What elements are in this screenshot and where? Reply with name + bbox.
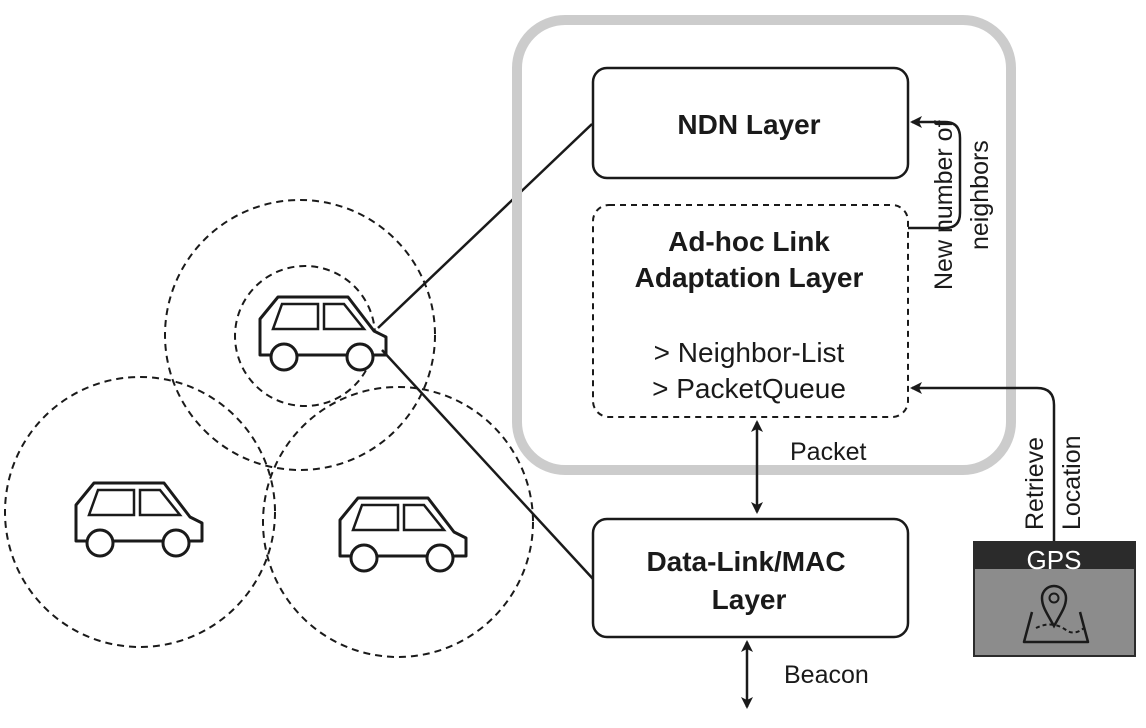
packet-queue-item: > PacketQueue bbox=[652, 373, 846, 404]
location-arrow bbox=[910, 382, 1056, 542]
neighbors-label-line2: neighbors bbox=[966, 140, 994, 250]
gps-header bbox=[974, 542, 1135, 569]
adhoc-layer-title-line1: Ad-hoc Link bbox=[668, 226, 830, 257]
neighbor-list-item: > Neighbor-List bbox=[654, 337, 845, 368]
zoom-line-bottom bbox=[381, 349, 595, 581]
car-icon-top bbox=[258, 295, 388, 372]
zoom-line-top bbox=[377, 123, 593, 329]
ndn-layer-box bbox=[591, 66, 910, 180]
mac-layer-box bbox=[591, 517, 910, 639]
range-circle-left bbox=[4, 376, 276, 648]
packet-label: Packet bbox=[790, 438, 866, 466]
location-label-line1: Retrieve bbox=[1021, 437, 1049, 530]
adhoc-layer-title-line2: Adaptation Layer bbox=[635, 262, 864, 293]
adhoc-layer-box bbox=[592, 204, 909, 418]
range-circle-top-outer bbox=[164, 199, 436, 471]
beacon-label: Beacon bbox=[784, 661, 869, 689]
neighbors-label-line1: New number of bbox=[930, 120, 958, 290]
location-label-line2: Location bbox=[1058, 435, 1086, 530]
node-stack-container bbox=[512, 15, 1016, 475]
map-pin-icon bbox=[1022, 584, 1090, 644]
mac-layer-label-line2: Layer bbox=[712, 584, 787, 615]
mac-layer-label-line1: Data-Link/MAC bbox=[646, 546, 845, 577]
car-icon-right bbox=[338, 496, 468, 573]
gps-label: GPS bbox=[1027, 545, 1082, 575]
gps-module: GPS bbox=[973, 541, 1136, 657]
car-icon-left bbox=[74, 481, 204, 558]
neighbors-arrow bbox=[908, 116, 962, 230]
range-circle-right bbox=[262, 386, 534, 658]
ndn-layer-label: NDN Layer bbox=[677, 109, 820, 140]
